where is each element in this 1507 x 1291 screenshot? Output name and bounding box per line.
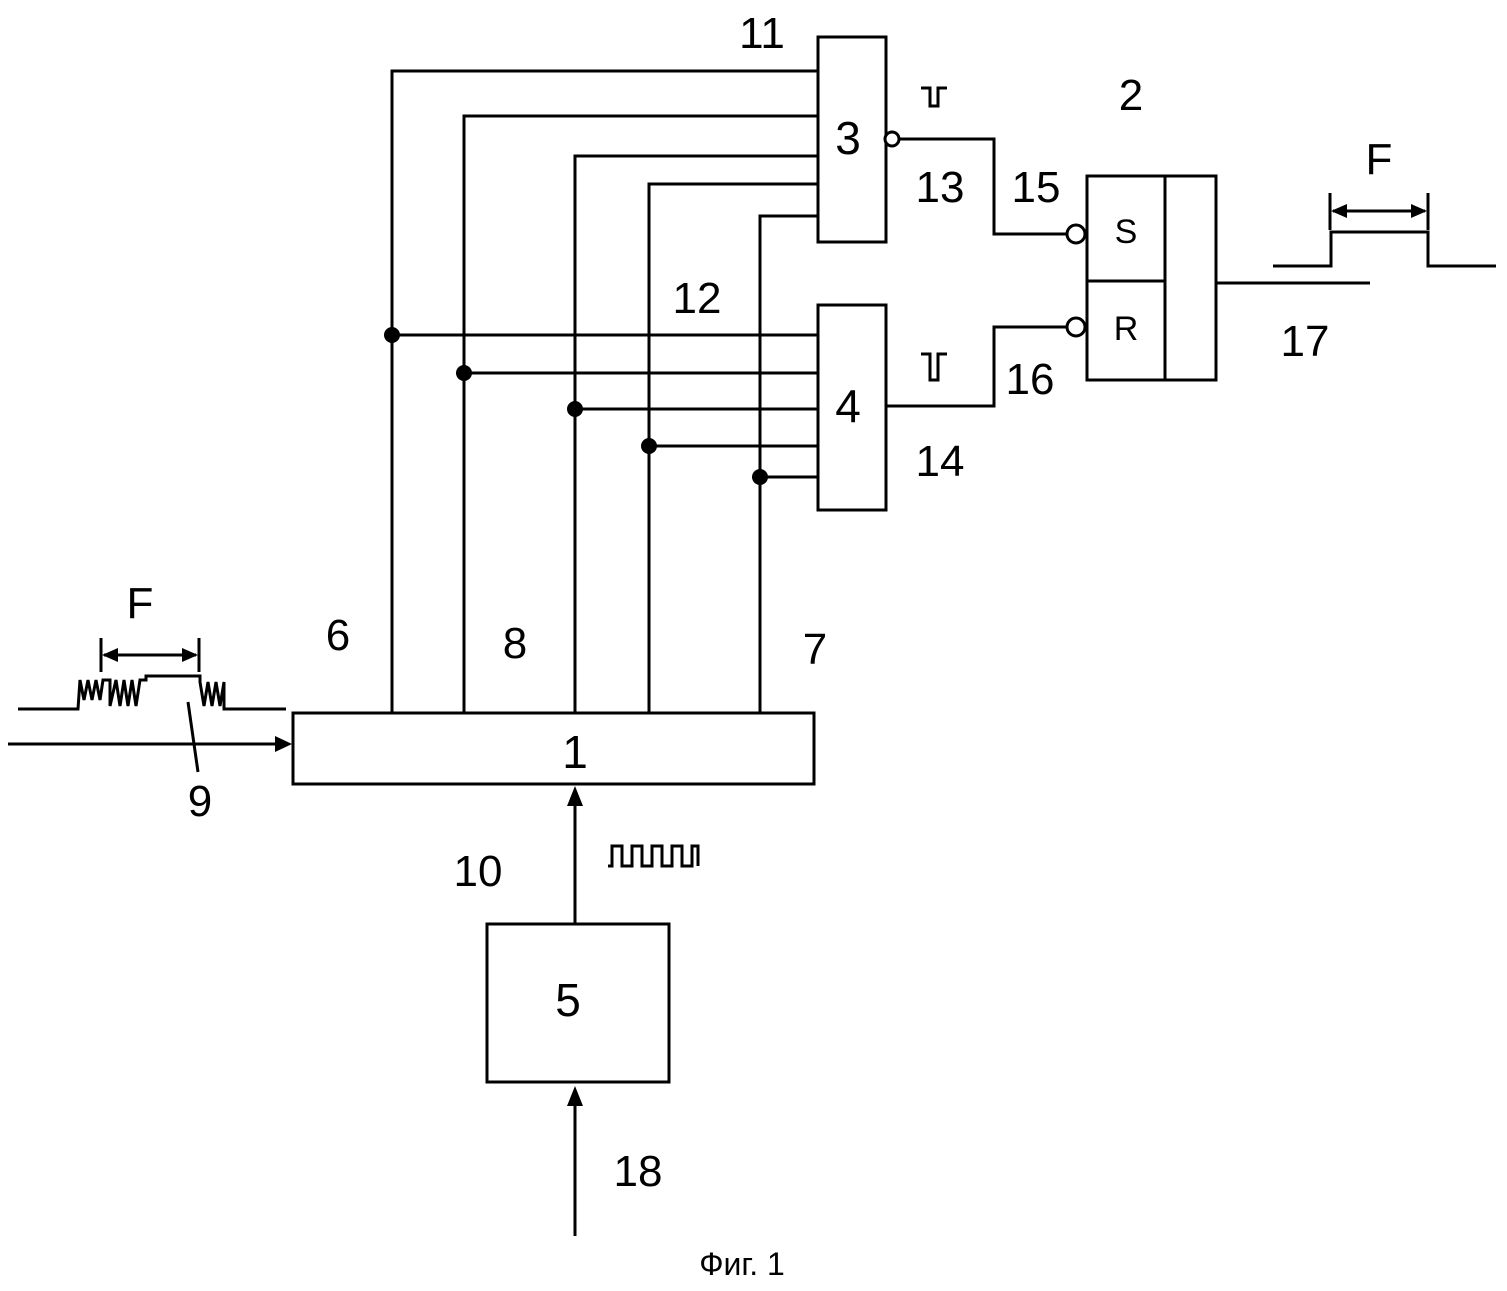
flipflop-r-label: R bbox=[1114, 310, 1139, 348]
label-f-input: F bbox=[127, 579, 154, 628]
clock-pulse-symbol bbox=[608, 846, 698, 866]
figure-caption: Фиг. 1 bbox=[699, 1246, 785, 1282]
block-4-label: 4 bbox=[835, 380, 861, 432]
output-duration-marker bbox=[1330, 193, 1428, 230]
block-2 bbox=[1087, 176, 1216, 380]
pulse-symbol-14 bbox=[921, 354, 947, 380]
label-15: 15 bbox=[1012, 163, 1061, 212]
label-17: 17 bbox=[1281, 317, 1330, 366]
label-16: 16 bbox=[1006, 355, 1055, 404]
output-waveform bbox=[1273, 232, 1496, 266]
input-waveform bbox=[18, 676, 286, 709]
label-13: 13 bbox=[916, 163, 965, 212]
block-3-output-inverter bbox=[885, 132, 899, 146]
pulse-symbol-13 bbox=[921, 88, 947, 106]
label-6: 6 bbox=[326, 611, 350, 660]
clock-arrow-10 bbox=[567, 786, 583, 806]
label-18: 18 bbox=[614, 1147, 663, 1196]
label-10: 10 bbox=[454, 847, 503, 896]
input-arrow-18 bbox=[567, 1086, 583, 1106]
input-arrow-9 bbox=[275, 736, 292, 752]
label-7: 7 bbox=[803, 625, 827, 674]
block-1 bbox=[293, 713, 814, 784]
bus-wires bbox=[392, 71, 818, 713]
block-1-label: 1 bbox=[562, 726, 588, 778]
label-2: 2 bbox=[1119, 71, 1143, 120]
label-8: 8 bbox=[503, 619, 527, 668]
r-input-inverter bbox=[1067, 318, 1085, 336]
leader-9 bbox=[188, 702, 198, 772]
label-f-output: F bbox=[1366, 135, 1393, 184]
input-duration-marker bbox=[101, 638, 199, 672]
label-9: 9 bbox=[188, 777, 212, 826]
label-12: 12 bbox=[673, 274, 722, 323]
label-14: 14 bbox=[916, 437, 965, 486]
label-11: 11 bbox=[739, 9, 785, 58]
block-5-label: 5 bbox=[555, 974, 581, 1026]
block-3-label: 3 bbox=[835, 112, 861, 164]
s-input-inverter bbox=[1067, 225, 1085, 243]
flipflop-s-label: S bbox=[1115, 213, 1138, 251]
